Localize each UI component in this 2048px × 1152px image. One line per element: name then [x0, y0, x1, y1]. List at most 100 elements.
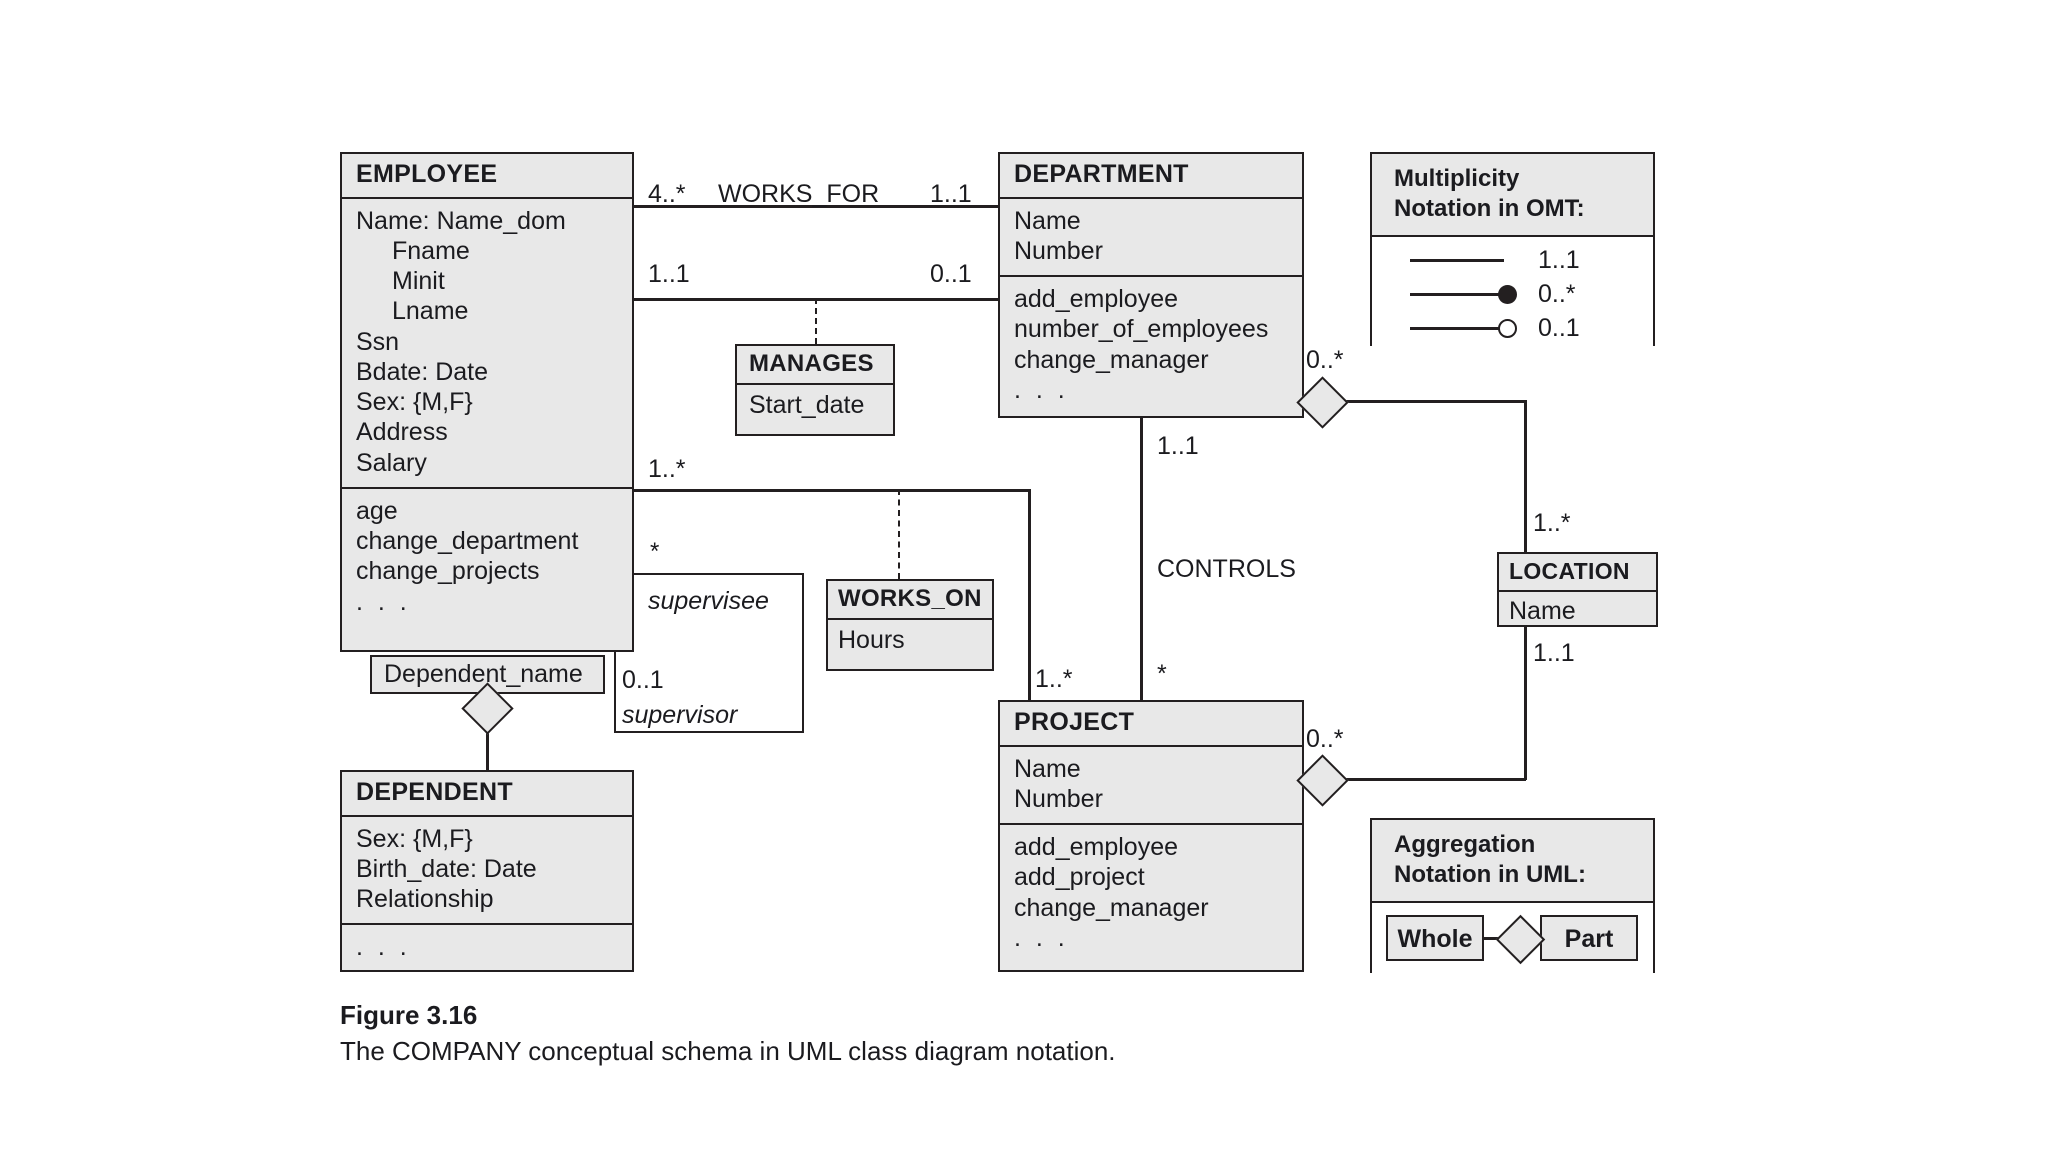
works-on-connector-horizontal: [632, 489, 1030, 492]
association-class-works-on[interactable]: WORKS_ON Hours: [826, 579, 994, 671]
dependent-class-name: DEPENDENT: [342, 772, 632, 817]
department-attributes: Name Number: [1000, 199, 1302, 276]
aggregation-diamond-icon: [1495, 914, 1546, 965]
operation-row-ellipsis: . . .: [356, 933, 411, 962]
manages-employee-multiplicity: 1..1: [648, 260, 690, 288]
association-class-manages[interactable]: MANAGES Start_date: [735, 344, 895, 436]
attribute-row: Fname: [392, 236, 470, 265]
works-for-employee-multiplicity: 4..*: [648, 180, 686, 208]
attribute-row: Bdate: Date: [356, 357, 489, 386]
legend-aggregation-title: Aggregation Notation in UML:: [1372, 820, 1653, 903]
department-class-name: DEPARTMENT: [1000, 154, 1302, 199]
legend-multiplicity-title-line1: Multiplicity: [1394, 165, 1520, 192]
attribute-row: Relationship: [356, 885, 494, 913]
legend-sample-filled-line: [1410, 293, 1504, 296]
works-on-name: WORKS_ON: [828, 581, 992, 621]
filled-circle-icon: [1498, 285, 1517, 304]
works-on-attribute: Hours: [828, 620, 992, 661]
legend-part-label: Part: [1564, 925, 1614, 953]
attribute-row: Name: [1014, 206, 1081, 235]
department-location-vertical: [1524, 400, 1527, 567]
project-location-vertical: [1524, 627, 1527, 780]
attribute-row: Sex: {M,F}: [356, 824, 473, 853]
project-location-multiplicity: 0..*: [1306, 725, 1344, 753]
manages-attribute: Start_date: [737, 385, 893, 426]
legend-aggregation-title-line1: Aggregation: [1394, 831, 1536, 858]
legend-aggregation-notation: Aggregation Notation in UML: Whole Part: [1370, 818, 1655, 973]
location-department-multiplicity: 1..*: [1533, 509, 1571, 537]
operation-row: add_project: [1014, 863, 1145, 892]
controls-department-multiplicity: 1..1: [1157, 432, 1199, 460]
project-class-name: PROJECT: [1000, 702, 1302, 747]
operation-row: number_of_employees: [1014, 315, 1269, 344]
dependent-attributes: Sex: {M,F} Birth_date: Date Relationship: [342, 817, 632, 924]
operation-row: change_manager: [1014, 345, 1209, 374]
operation-row-ellipsis: . . .: [356, 587, 411, 616]
legend-aggregation-title-line2: Notation in UML:: [1394, 861, 1586, 888]
legend-multiplicity-title: Multiplicity Notation in OMT:: [1372, 154, 1653, 237]
location-attributes: Name: [1499, 592, 1656, 632]
class-box-project[interactable]: PROJECT Name Number add_employee add_pro…: [998, 700, 1304, 972]
legend-whole-label: Whole: [1397, 925, 1473, 953]
project-attributes: Name Number: [1000, 747, 1302, 824]
works-on-dashed-link: [898, 489, 900, 579]
operation-row-ellipsis: . . .: [1014, 923, 1069, 952]
project-operations: add_employee add_project change_manager …: [1000, 823, 1302, 962]
operation-row: age: [356, 496, 398, 525]
class-box-department[interactable]: DEPARTMENT Name Number add_employee numb…: [998, 152, 1304, 418]
aggregation-diamond-department-location: [1296, 376, 1349, 429]
manages-dashed-link: [815, 298, 817, 344]
attribute-row: Lname: [392, 297, 469, 326]
legend-label-zero-to-many: 0..*: [1538, 280, 1576, 308]
dependent-operations: . . .: [342, 923, 632, 971]
works-on-employee-multiplicity: 1..*: [648, 455, 686, 483]
operation-row: add_employee: [1014, 833, 1179, 861]
qualifier-dependent-name[interactable]: Dependent_name: [370, 655, 605, 694]
department-location-horizontal: [1320, 400, 1526, 403]
employee-attributes: Name: Name_dom Fname Minit Lname Ssn Bda…: [342, 199, 632, 487]
figure-caption: The COMPANY conceptual schema in UML cla…: [340, 1036, 1116, 1066]
class-box-location[interactable]: LOCATION Name: [1497, 552, 1658, 627]
operation-row-ellipsis: . . .: [1014, 375, 1069, 404]
employee-class-name: EMPLOYEE: [342, 154, 632, 199]
works-for-connector: [632, 205, 998, 208]
legend-whole-box: Whole: [1386, 915, 1484, 961]
attribute-row: Number: [1014, 784, 1103, 813]
legend-label-one-to-one: 1..1: [1538, 246, 1580, 274]
department-operations: add_employee number_of_employees change_…: [1000, 275, 1302, 414]
controls-label: CONTROLS: [1157, 555, 1296, 583]
works-on-project-multiplicity: 1..*: [1035, 665, 1073, 693]
manages-name: MANAGES: [737, 346, 893, 386]
department-location-multiplicity: 0..*: [1306, 346, 1344, 374]
attribute-row: Salary: [356, 448, 427, 477]
controls-connector: [1140, 418, 1143, 701]
aggregation-diamond-project-location: [1296, 754, 1349, 807]
attribute-row: Name: [1014, 754, 1081, 783]
legend-sample-plain-line: [1410, 259, 1504, 262]
legend-label-zero-to-one: 0..1: [1538, 314, 1580, 342]
legend-sample-open-line: [1410, 327, 1500, 330]
location-class-name: LOCATION: [1499, 554, 1656, 593]
attribute-row: Birth_date: Date: [356, 854, 537, 883]
supervisee-multiplicity: *: [650, 538, 660, 565]
operation-row: change_projects: [356, 557, 540, 586]
class-box-employee[interactable]: EMPLOYEE Name: Name_dom Fname Minit Lnam…: [340, 152, 634, 652]
attribute-row: Minit: [392, 267, 445, 295]
qualifier-label: Dependent_name: [384, 660, 583, 688]
legend-multiplicity-notation: Multiplicity Notation in OMT: 1..1 0..* …: [1370, 152, 1655, 347]
attribute-row: Number: [1014, 236, 1103, 265]
attribute-row: Ssn: [356, 327, 400, 356]
operation-row: add_employee: [1014, 285, 1179, 313]
manages-department-multiplicity: 0..1: [930, 260, 972, 288]
legend-multiplicity-body: 1..1 0..* 0..1: [1372, 237, 1653, 347]
operation-row: change_manager: [1014, 893, 1209, 922]
attribute-row: Address: [356, 418, 448, 447]
class-box-dependent[interactable]: DEPENDENT Sex: {M,F} Birth_date: Date Re…: [340, 770, 634, 972]
works-on-connector-vertical: [1028, 489, 1031, 701]
legend-multiplicity-title-line2: Notation in OMT:: [1394, 195, 1585, 222]
location-project-multiplicity: 1..1: [1533, 639, 1575, 667]
controls-project-multiplicity: *: [1157, 660, 1167, 688]
supervisor-role-label: supervisor: [622, 701, 738, 729]
supervisor-multiplicity: 0..1: [622, 666, 664, 694]
